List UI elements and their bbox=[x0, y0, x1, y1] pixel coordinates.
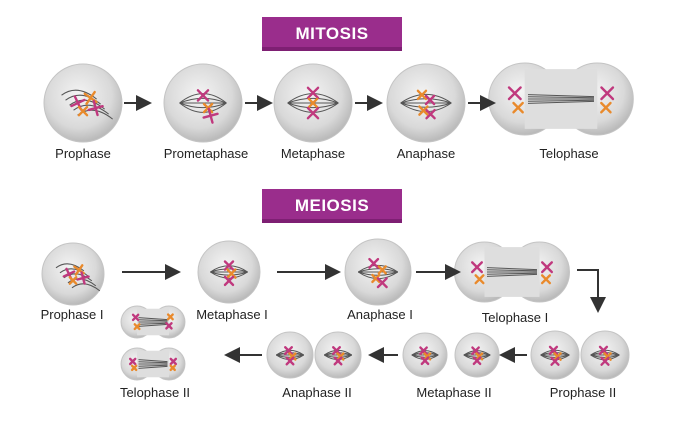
meiosis-banner: MEIOSIS bbox=[262, 189, 402, 223]
stage-label-anaphase-1: Anaphase I bbox=[347, 307, 413, 322]
stage-label-anaphase-2: Anaphase II bbox=[282, 385, 352, 400]
chromosome-icon bbox=[336, 352, 345, 361]
chromosome-icon bbox=[416, 89, 428, 101]
chromosome-icon bbox=[600, 101, 612, 114]
chromosome-icon bbox=[169, 357, 178, 366]
meiosis-title: MEIOSIS bbox=[294, 196, 370, 215]
chromosome-icon bbox=[131, 313, 140, 322]
chromosome-icon bbox=[226, 268, 237, 279]
chromosome-icon bbox=[306, 86, 320, 100]
chromosome-icon bbox=[128, 357, 137, 366]
arrow-8 bbox=[577, 269, 606, 313]
chromosome-icon bbox=[540, 261, 554, 274]
chromosome-icon bbox=[418, 105, 429, 116]
chromosome-icon bbox=[474, 274, 485, 285]
cell-anaphase bbox=[386, 63, 466, 143]
chromosome-icon bbox=[196, 89, 210, 102]
chromosome-icon bbox=[223, 275, 235, 287]
chromosome-icon bbox=[285, 356, 295, 366]
stage-label-telophase-1: Telophase I bbox=[481, 310, 549, 325]
chromosome-icon bbox=[376, 277, 388, 289]
chromosome-icon bbox=[333, 356, 343, 366]
cell-telophase bbox=[488, 62, 634, 136]
chromosome-icon bbox=[165, 322, 173, 330]
chromosome-icon bbox=[553, 352, 562, 361]
chromosome-icon bbox=[419, 346, 428, 356]
chromosome-icon bbox=[371, 273, 381, 284]
stage-label-anaphase: Anaphase bbox=[396, 146, 456, 161]
chromosome-icon bbox=[284, 346, 293, 356]
cell-metaphase-1 bbox=[197, 240, 261, 304]
mitosis-banner: MITOSIS bbox=[262, 17, 402, 51]
chromosome-icon bbox=[307, 97, 319, 109]
cell-anaphase-2-b bbox=[314, 331, 362, 379]
chromosome-icon bbox=[550, 356, 560, 366]
chromosome-icon bbox=[169, 364, 176, 372]
cell-telophase-1 bbox=[454, 241, 570, 303]
cell-telophase-2-a bbox=[120, 305, 186, 339]
cell-prometaphase bbox=[163, 63, 243, 143]
cell-prophase-2-a bbox=[530, 330, 580, 380]
chromosome-icon bbox=[425, 108, 436, 120]
chromosome-icon bbox=[548, 345, 559, 355]
chromosome-icon bbox=[424, 94, 436, 106]
chromosome-icon bbox=[540, 274, 552, 285]
chromosome-icon bbox=[603, 352, 612, 361]
stage-label-metaphase: Metaphase bbox=[280, 146, 346, 161]
chromosome-icon bbox=[68, 276, 78, 285]
chromosome-icon bbox=[472, 356, 482, 366]
chromosome-icon bbox=[600, 356, 610, 366]
cell-metaphase-2-a bbox=[402, 332, 448, 378]
chromosome-icon bbox=[87, 99, 104, 117]
cell-metaphase-2-b bbox=[454, 332, 500, 378]
chromosome-icon bbox=[223, 260, 235, 271]
stage-label-prophase-1: Prophase I bbox=[40, 307, 104, 322]
chromosome-icon bbox=[133, 323, 141, 331]
chromosome-icon bbox=[130, 364, 138, 372]
chromosome-icon bbox=[332, 346, 341, 356]
cell-metaphase bbox=[273, 63, 353, 143]
chromosome-icon bbox=[368, 257, 380, 269]
cell-prophase bbox=[43, 63, 123, 143]
chromosome-icon bbox=[306, 106, 320, 120]
stage-label-telophase-2: Telophase II bbox=[119, 385, 191, 400]
stage-label-metaphase-2: Metaphase II bbox=[416, 385, 492, 400]
chromosome-icon bbox=[512, 101, 524, 114]
chromosome-icon bbox=[423, 352, 432, 361]
cell-prophase-2-b bbox=[580, 330, 630, 380]
chromosome-icon bbox=[471, 346, 480, 356]
cell-anaphase-1 bbox=[344, 238, 412, 306]
chromosome-icon bbox=[76, 271, 90, 285]
chromosome-icon bbox=[288, 352, 297, 361]
stage-label-prophase-2: Prophase II bbox=[549, 385, 617, 400]
stage-label-prometaphase: Prometaphase bbox=[163, 146, 249, 161]
chromosome-icon bbox=[475, 352, 484, 361]
chromosome-icon bbox=[377, 265, 387, 275]
chromosome-icon bbox=[507, 86, 522, 101]
chromosome-icon bbox=[77, 105, 89, 117]
chromosome-icon bbox=[420, 356, 430, 366]
chromosome-icon bbox=[470, 261, 484, 274]
stage-label-telophase: Telophase bbox=[539, 146, 599, 161]
cell-prophase-1 bbox=[41, 242, 105, 306]
cell-telophase-2-b bbox=[120, 347, 186, 381]
chromosome-icon bbox=[166, 313, 174, 321]
chromosome-icon bbox=[202, 107, 219, 124]
chromosome-icon bbox=[600, 86, 615, 101]
cell-anaphase-2-a bbox=[266, 331, 314, 379]
mitosis-title: MITOSIS bbox=[295, 24, 369, 43]
stage-label-prophase: Prophase bbox=[55, 146, 111, 161]
chromosome-icon bbox=[598, 345, 609, 355]
stage-label-metaphase-1: Metaphase I bbox=[196, 307, 268, 322]
